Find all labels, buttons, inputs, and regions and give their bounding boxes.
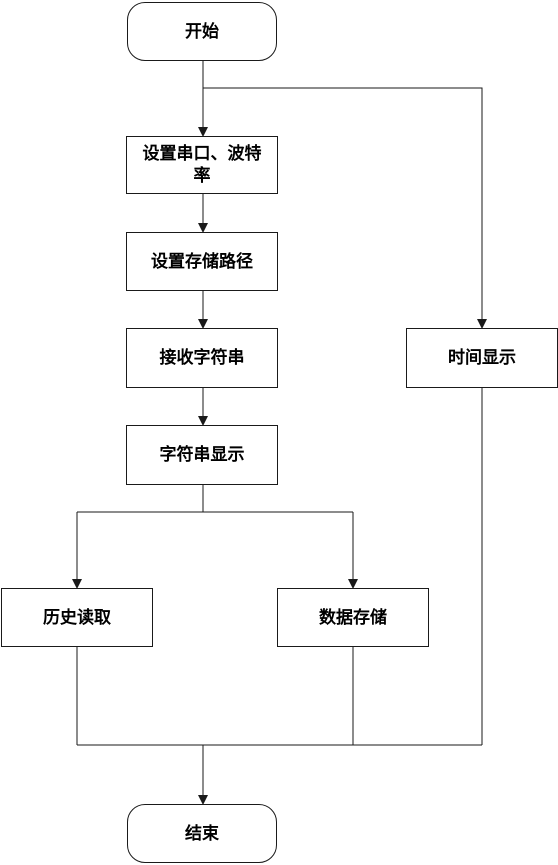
receive-string-box: 接收字符串	[126, 328, 278, 388]
start-terminal: 开始	[127, 2, 277, 61]
edge-start-to-time-display	[203, 87, 487, 329]
time-display-box: 时间显示	[406, 328, 558, 388]
data-store-label: 数据存储	[319, 607, 387, 628]
time-display-label: 时间显示	[448, 348, 516, 368]
show-string-box: 字符串显示	[126, 425, 278, 485]
set-path-box: 设置存储路径	[126, 232, 278, 291]
set-serial-label: 设置串口、波特率	[142, 144, 262, 186]
history-read-label: 历史读取	[43, 607, 111, 628]
set-path-label: 设置存储路径	[151, 251, 253, 272]
receive-string-label: 接收字符串	[159, 348, 245, 368]
history-read-box: 历史读取	[1, 588, 153, 647]
show-string-label: 字符串显示	[159, 445, 245, 465]
end-terminal-label: 结束	[185, 823, 219, 844]
data-store-box: 数据存储	[277, 588, 429, 647]
end-terminal: 结束	[127, 804, 277, 863]
start-terminal-label: 开始	[185, 21, 219, 42]
set-serial-box: 设置串口、波特率	[126, 136, 278, 194]
